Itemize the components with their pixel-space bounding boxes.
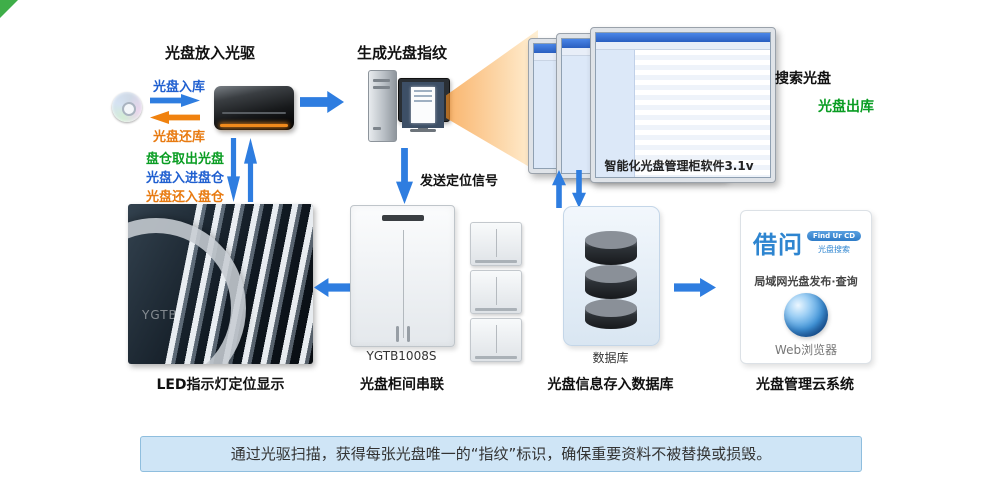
cloud-caption: 光盘管理云系统 (756, 377, 854, 393)
doc-line (414, 89, 432, 92)
mini-cabinet-door (496, 277, 497, 305)
cabinet-image (350, 205, 455, 347)
arrow-drive-to-computer (300, 91, 344, 113)
cabinet-model: YGTB1008S (366, 349, 437, 363)
bottom-banner: 通过光驱扫描，获得每张光盘唯一的“指纹”标识，确保重要资料不被替换或损毁。 (140, 436, 862, 472)
web-browser-label: Web浏览器 (774, 343, 838, 357)
cabinet-caption: 光盘柜间串联 (360, 377, 444, 393)
software-caption: 智能化光盘管理柜软件3.1v (604, 159, 754, 173)
disc-out-label: 光盘出库 (818, 99, 874, 115)
database-caption: 光盘信息存入数据库 (547, 377, 674, 393)
cloud-desc: 局域网光盘发布·查询 (754, 275, 858, 288)
return-in-label: 光盘还入盘仓 (146, 190, 225, 205)
web-browser-globe-icon (784, 293, 828, 337)
drive-section-title: 光盘放入光驱 (164, 44, 255, 62)
signal-label: 发送定位信号 (420, 174, 499, 189)
disc-in-label: 光盘入库 (152, 80, 205, 95)
photo-watermark: YGTB (142, 308, 178, 322)
cabinet-door-line (402, 230, 404, 338)
cloud-tagline: 光盘搜索 (818, 245, 850, 254)
arrow-cd-to-drive (150, 94, 200, 107)
monitor-base (410, 129, 436, 132)
cd-disc-icon (112, 92, 142, 122)
led-caption: LED指示灯定位显示 (156, 377, 285, 393)
mini-cabinet-door (496, 229, 497, 257)
mini-cabinet (470, 270, 522, 314)
mini-cabinet-door (496, 325, 497, 353)
monitor-sidebar (596, 50, 636, 177)
workstation-screen-frame (398, 78, 450, 128)
computer-tower (368, 70, 397, 142)
tower-bay (373, 86, 390, 89)
monitor-titlebar (596, 33, 770, 42)
mini-cabinet (470, 318, 522, 362)
cloud-brand-row: 借问 (753, 225, 803, 260)
mini-cabinet-label (475, 356, 517, 359)
fingerprint-section-title: 生成光盘指纹 (356, 44, 447, 62)
software-monitor-front (590, 27, 776, 183)
arrow-computer-to-cabinet (396, 148, 413, 204)
drive-slot (222, 111, 286, 114)
mini-cabinet-label (475, 308, 517, 311)
search-disc-label: 搜索光盘 (775, 71, 831, 87)
arrow-db-to-cloud (674, 278, 716, 297)
cloud-system-box: 借问 Find Ur CD 光盘搜索 局域网光盘发布·查询 Web浏览器 (740, 210, 872, 364)
cabinet-handle (396, 326, 400, 342)
monitor-toolbar (596, 42, 770, 50)
monitor-screen (595, 32, 771, 178)
mini-cabinet-label (475, 260, 517, 263)
cd-hub (122, 102, 136, 116)
cloud-badge-group: Find Ur CD 光盘搜索 (805, 223, 863, 255)
corner-triangle-decoration (0, 0, 18, 18)
workstation-monitor (398, 78, 450, 132)
monitor-body (596, 50, 770, 177)
monitor-table (635, 50, 770, 177)
cabinet-handle (406, 326, 410, 342)
find-ur-cd-badge: Find Ur CD (806, 231, 862, 241)
workstation-screen (402, 82, 444, 128)
drive-led-glow (220, 124, 288, 127)
put-in-label: 光盘入进盘仓 (146, 171, 225, 186)
led-photo: YGTB (128, 204, 313, 364)
disc-return-label: 光盘还库 (152, 130, 205, 145)
arrow-drive-to-cd (150, 111, 200, 124)
doc-line (414, 94, 432, 97)
mini-cabinet (470, 222, 522, 266)
tower-bay (373, 79, 390, 82)
cabinet-ops-labels: 盘仓取出光盘 光盘入进盘仓 光盘还入盘仓 (146, 150, 246, 207)
database-label: 数据库 (592, 351, 629, 365)
scanned-document (411, 86, 435, 124)
tower-button (373, 127, 381, 130)
arrow-cabinet-to-led (314, 278, 352, 297)
cloud-brand: 借问 (753, 231, 803, 259)
doc-line (414, 99, 432, 102)
database-icon (585, 231, 637, 329)
disc-drive-image (214, 86, 294, 130)
cabinet-vent (381, 215, 424, 221)
take-out-label: 盘仓取出光盘 (146, 152, 225, 167)
